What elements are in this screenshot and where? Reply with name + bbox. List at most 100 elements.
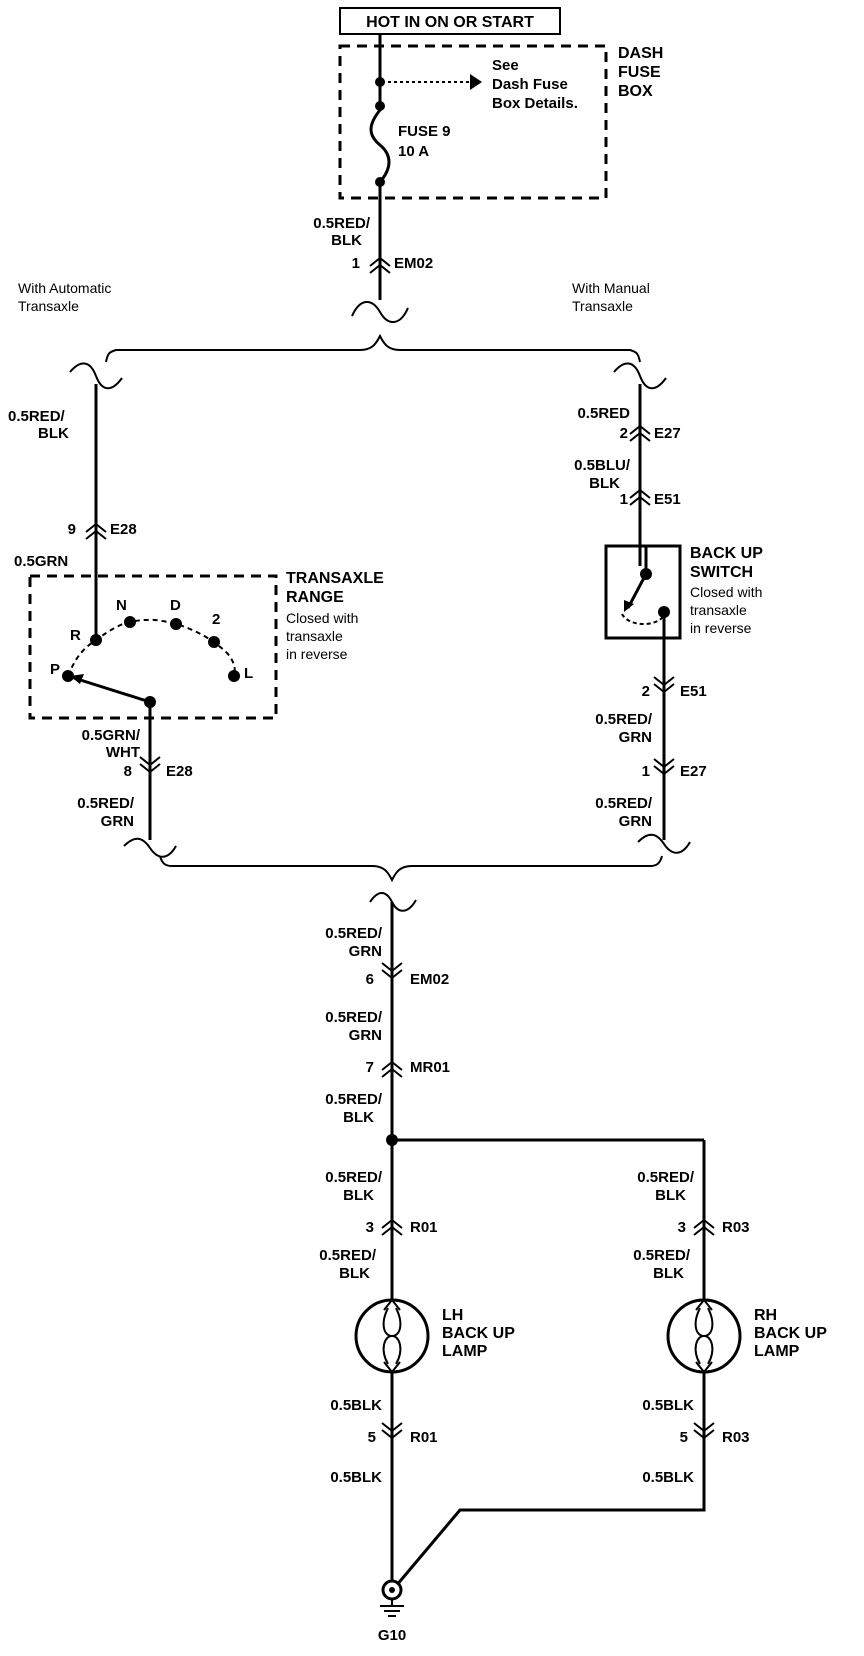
- wire-label: 0.5RED/: [325, 1169, 383, 1186]
- power-source-header: HOT IN ON OR START: [339, 7, 561, 35]
- fuse-box-label-1: DASH: [618, 45, 663, 62]
- connector-pin: 7: [366, 1059, 374, 1076]
- connector-name: E27: [680, 763, 707, 780]
- back-up-switch-label: SWITCH: [690, 564, 753, 581]
- connector-name: R01: [410, 1429, 438, 1446]
- transaxle-range-note: transaxle: [286, 628, 343, 644]
- wire-label: 0.5BLK: [642, 1469, 694, 1486]
- ground-label: G10: [378, 1627, 406, 1644]
- connector-pin: 5: [368, 1429, 376, 1446]
- fuse-rating: 10 A: [398, 143, 429, 160]
- position-label-l: L: [244, 665, 253, 682]
- fuse-name: FUSE 9: [398, 123, 451, 140]
- wire-label: 0.5GRN: [14, 553, 68, 570]
- rh-lamp-label: BACK UP: [754, 1325, 827, 1342]
- connector-name: E27: [654, 425, 681, 442]
- wire-label: 0.5BLK: [330, 1469, 382, 1486]
- wire-label: BLK: [655, 1187, 686, 1204]
- wire-label: 0.5RED/: [325, 1009, 383, 1026]
- wire-label: 0.5BLK: [330, 1397, 382, 1414]
- wire-label: 0.5RED/: [637, 1169, 695, 1186]
- wire-label: 0.5BLU/: [574, 457, 631, 474]
- back-up-switch: BACK UP SWITCH Closed with transaxle in …: [604, 544, 763, 640]
- wire-label: 0.5RED/: [313, 215, 371, 232]
- fuse-note-3: Box Details.: [492, 95, 578, 112]
- dash-fuse-box: DASH FUSE BOX See Dash Fuse Box Details.…: [338, 34, 663, 200]
- wire-label: 0.5RED: [577, 405, 630, 422]
- fuse-box-label-2: FUSE: [618, 64, 661, 81]
- connector-pin: 2: [620, 425, 628, 442]
- branch-automatic-label: With Automatic: [18, 280, 111, 296]
- connector-pin: 6: [366, 971, 374, 988]
- wire-break-symbol: [123, 837, 177, 858]
- connector-name: E51: [654, 491, 681, 508]
- wire-break-symbol: [69, 362, 123, 390]
- rh-lamp-label: LAMP: [754, 1343, 800, 1360]
- connector-pin: 1: [620, 491, 628, 508]
- wire-label: 0.5RED/: [325, 1091, 383, 1108]
- connector-name: E28: [166, 763, 193, 780]
- wire-label: 0.5RED/: [8, 408, 66, 425]
- header-title: HOT IN ON OR START: [366, 14, 534, 31]
- transaxle-range-label: TRANSAXLE: [286, 570, 384, 587]
- transaxle-range-label: RANGE: [286, 589, 344, 606]
- position-label-p: P: [50, 661, 60, 678]
- wire-label: BLK: [38, 425, 69, 442]
- connector-pin: 9: [68, 521, 76, 538]
- connector-pin: 8: [124, 763, 132, 780]
- connector-pin: 3: [678, 1219, 686, 1236]
- position-label-r: R: [70, 627, 81, 644]
- transaxle-range-note: in reverse: [286, 646, 348, 662]
- wire-label: BLK: [339, 1265, 370, 1282]
- wire-label: GRN: [349, 1027, 382, 1044]
- connector-name: MR01: [410, 1059, 450, 1076]
- branch-manual-label: With Manual: [572, 280, 650, 296]
- lh-back-up-lamp: [354, 1298, 430, 1374]
- connector-name: EM02: [394, 255, 433, 272]
- ground-icon: [380, 1579, 404, 1617]
- wire-label: BLK: [331, 232, 362, 249]
- transaxle-range-switch: TRANSAXLE RANGE Closed with transaxle in…: [28, 570, 384, 720]
- position-label-2: 2: [212, 611, 220, 628]
- transaxle-range-note: Closed with: [286, 610, 358, 626]
- wire-label: GRN: [619, 813, 652, 830]
- back-up-switch-note: transaxle: [690, 602, 747, 618]
- wire-label: BLK: [653, 1265, 684, 1282]
- fuse-box-label-3: BOX: [618, 83, 653, 100]
- wire-label: BLK: [589, 475, 620, 492]
- connector-name: R03: [722, 1429, 750, 1446]
- wire-break-symbol: [351, 301, 409, 323]
- connector-pin: 3: [366, 1219, 374, 1236]
- fuse-symbol: [369, 109, 391, 183]
- connector-pin: 5: [680, 1429, 688, 1446]
- wire-label: 0.5RED/: [633, 1247, 691, 1264]
- position-label-d: D: [170, 597, 181, 614]
- rh-back-up-lamp: [666, 1298, 742, 1374]
- wire-label: BLK: [343, 1109, 374, 1126]
- connector-name: E28: [110, 521, 137, 538]
- wire-label: 0.5GRN/: [82, 727, 141, 744]
- wire-label: GRN: [349, 943, 382, 960]
- connector-name: E51: [680, 683, 707, 700]
- back-up-switch-note: in reverse: [690, 620, 752, 636]
- lh-lamp-label: LAMP: [442, 1343, 488, 1360]
- lh-lamp-label: BACK UP: [442, 1325, 515, 1342]
- branch-automatic-label: Transaxle: [18, 298, 79, 314]
- lh-lamp-label: LH: [442, 1307, 463, 1324]
- arrow-icon: [470, 74, 482, 90]
- branch-brace: [105, 333, 641, 363]
- connector-pin: 2: [642, 683, 650, 700]
- wire-break-symbol: [637, 833, 691, 854]
- connector-name: EM02: [410, 971, 449, 988]
- back-up-switch-note: Closed with: [690, 584, 762, 600]
- rh-lamp-label: RH: [754, 1307, 777, 1324]
- connector-pin: 1: [352, 255, 360, 272]
- connector-pin: 1: [642, 763, 650, 780]
- merge-brace: [159, 855, 663, 883]
- back-up-switch-label: BACK UP: [690, 545, 763, 562]
- connector-name: R03: [722, 1219, 750, 1236]
- wire-label: WHT: [106, 744, 140, 761]
- wire-label: 0.5RED/: [595, 711, 653, 728]
- fuse-note-2: Dash Fuse: [492, 76, 568, 93]
